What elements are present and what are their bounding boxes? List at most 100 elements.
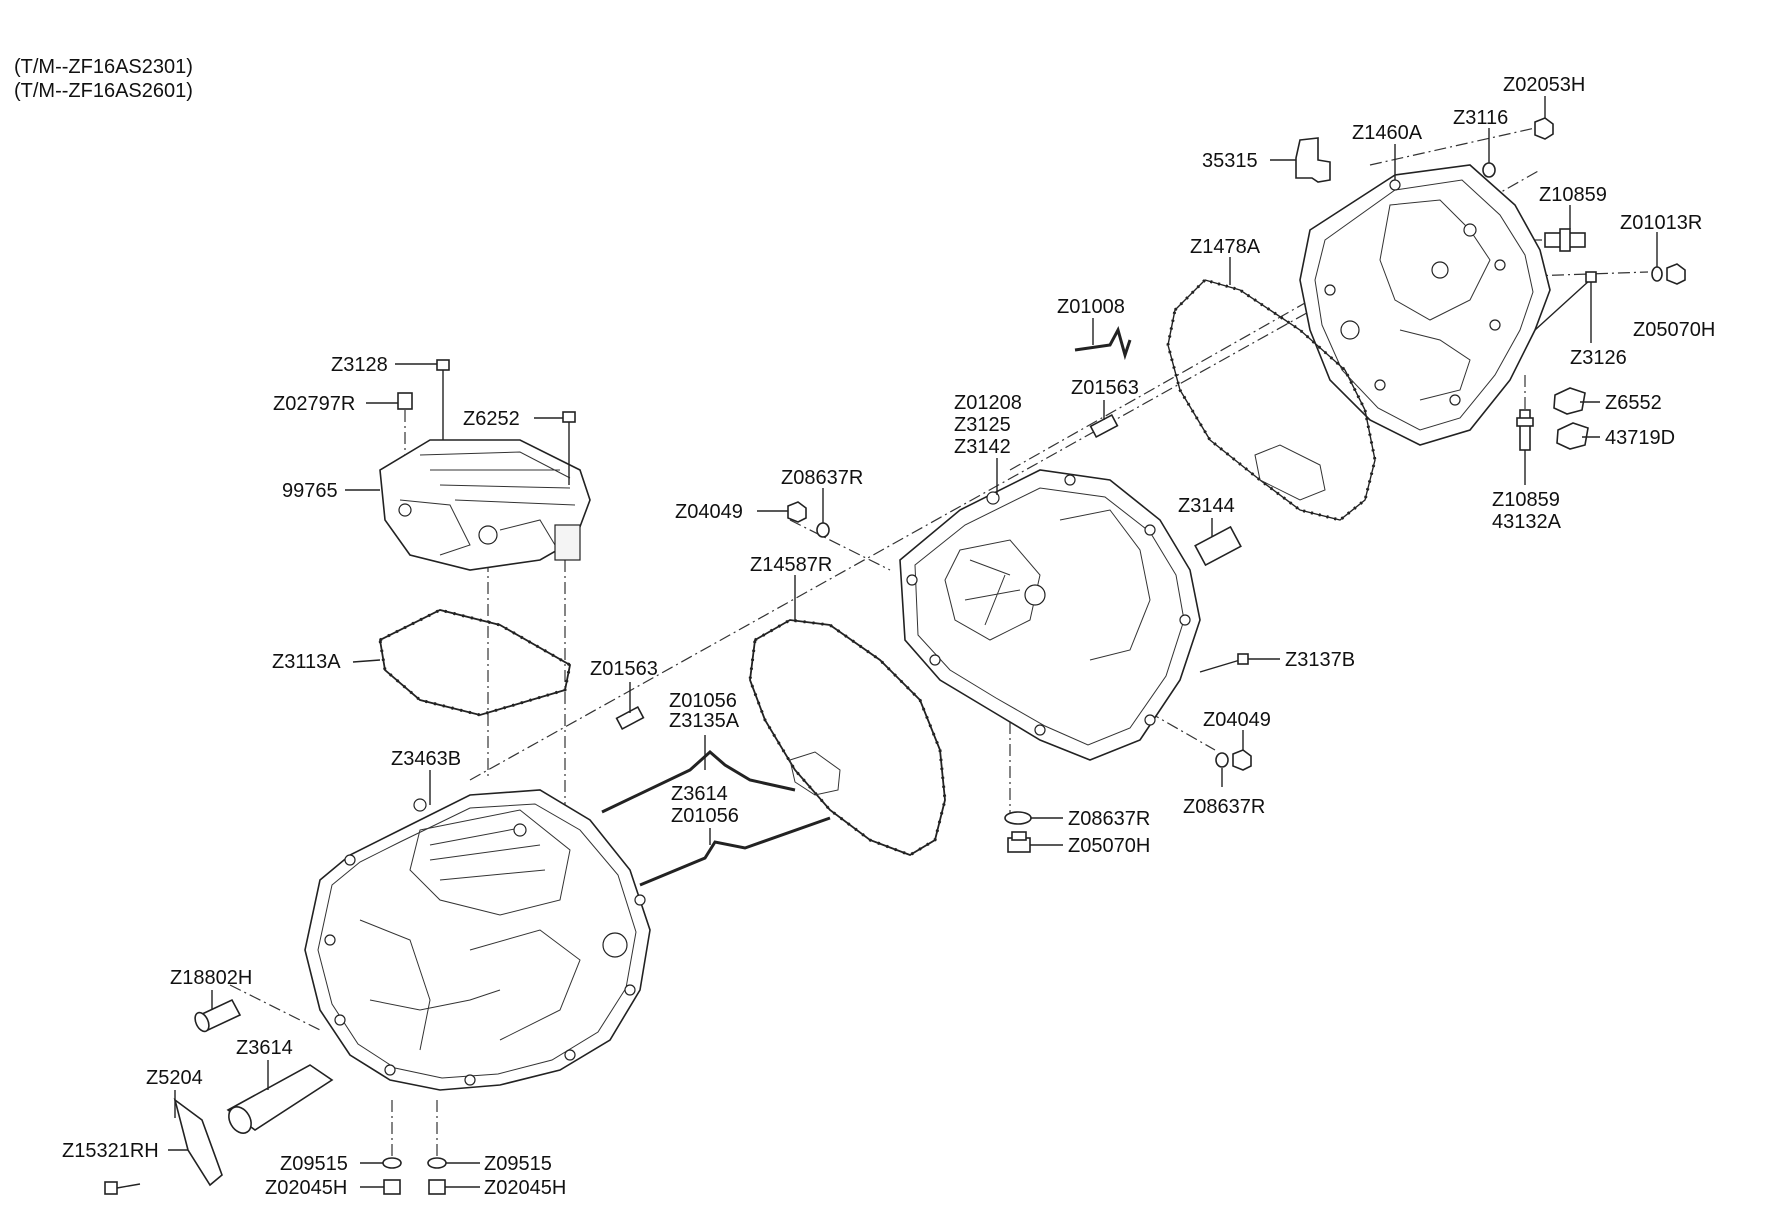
label-z3614-lower: Z3614 xyxy=(236,1037,293,1059)
assembly-axis-plug-top xyxy=(1369,127,1536,166)
label-z3125: Z3125 xyxy=(954,414,1011,436)
sleeve-z3144 xyxy=(1194,525,1242,567)
washer-z09515-right xyxy=(427,1157,447,1169)
gasket-z14587r-tab xyxy=(789,751,841,796)
valve-body-99765 xyxy=(379,439,591,571)
nut-z04049-right xyxy=(1232,749,1252,771)
washer-z3116 xyxy=(1482,162,1496,178)
label-z01013r: Z01013R xyxy=(1620,212,1702,234)
label-z3126: Z3126 xyxy=(1570,347,1627,369)
plug-z02053h xyxy=(1534,117,1554,140)
gasket-z3113a-holes xyxy=(378,608,572,717)
label-z04049-right: Z04049 xyxy=(1203,709,1271,731)
sensor-43719d xyxy=(1556,422,1589,450)
washer-z08637r-top xyxy=(816,522,830,538)
gasket-z14587r-holes xyxy=(748,618,947,857)
label-z6552: Z6552 xyxy=(1605,392,1662,414)
label-z5204: Z5204 xyxy=(146,1067,203,1089)
sensor-z6552 xyxy=(1553,387,1586,415)
label-43719d: 43719D xyxy=(1605,427,1675,449)
label-z3614-upper: Z3614 xyxy=(671,783,728,805)
washer-z08637r-mid xyxy=(1004,811,1032,825)
pin-z01563-upper xyxy=(1089,413,1119,439)
gasket-z3113a xyxy=(379,609,572,716)
label-z3144: Z3144 xyxy=(1178,495,1235,517)
bracket-35315 xyxy=(1295,137,1331,183)
bolt-z3137b xyxy=(1199,653,1249,673)
label-z3116: Z3116 xyxy=(1453,107,1508,129)
washer-z08637r-right xyxy=(1215,752,1229,768)
washer-z01013r xyxy=(1651,266,1663,282)
label-z01563-upper: Z01563 xyxy=(1071,377,1139,399)
intermediate-housing xyxy=(899,469,1201,761)
label-z01008: Z01008 xyxy=(1057,296,1125,318)
label-z05070h-right: Z05070H xyxy=(1633,319,1715,341)
tube-z01008 xyxy=(1074,325,1132,361)
label-z10859-bottom: Z10859 xyxy=(1492,489,1560,511)
label-z02045h-left: Z02045H xyxy=(265,1177,347,1199)
plug-z02797r xyxy=(397,392,413,455)
gasket-z1478a-tab xyxy=(1254,444,1326,501)
label-z15321rh: Z15321RH xyxy=(62,1140,159,1162)
tube-z3135a xyxy=(601,749,796,814)
label-z08637r-top: Z08637R xyxy=(781,467,863,489)
label-z6252: Z6252 xyxy=(463,408,520,430)
label-z3135a: Z3135A xyxy=(669,710,740,732)
assembly-axis-main xyxy=(469,299,1331,781)
nut-z04049-left xyxy=(787,501,807,523)
breather-z18802h xyxy=(194,998,242,1033)
label-z3463b: Z3463B xyxy=(391,748,461,770)
plug-z02045h-left xyxy=(383,1179,401,1195)
sleeve-z3614-lower-end xyxy=(228,1106,252,1134)
label-z10859-top: Z10859 xyxy=(1539,184,1607,206)
assembly-axis-oring-left xyxy=(789,519,891,571)
bolt-z15321rh xyxy=(104,1181,141,1195)
label-z14587r: Z14587R xyxy=(750,554,832,576)
label-z3137b: Z3137B xyxy=(1285,649,1355,671)
label-z02053h: Z02053H xyxy=(1503,74,1585,96)
label-z3128: Z3128 xyxy=(331,354,388,376)
label-z04049-left: Z04049 xyxy=(675,501,743,523)
model-code-1: (T/M--ZF16AS2301) xyxy=(14,56,193,78)
label-z18802h: Z18802H xyxy=(170,967,252,989)
label-35315: 35315 xyxy=(1202,150,1258,172)
gasket-z1478a-outline xyxy=(1167,279,1376,521)
leader-lines xyxy=(168,96,1658,1188)
label-z02045h-right: Z02045H xyxy=(484,1177,566,1199)
plug-z02045h-right xyxy=(428,1179,446,1195)
end-housing xyxy=(1299,164,1551,446)
model-code-2: (T/M--ZF16AS2601) xyxy=(14,80,193,102)
sensor-z10859-top xyxy=(1544,228,1586,252)
front-housing-z3463b xyxy=(304,789,651,1091)
assembly-axis-oring-right xyxy=(1109,689,1216,751)
label-z01563-lower: Z01563 xyxy=(590,658,658,680)
sensor-z10859-bottom xyxy=(1516,409,1534,451)
label-z08637r-right: Z08637R xyxy=(1183,796,1265,818)
gasket-z14587r xyxy=(749,619,946,856)
label-z1478a: Z1478A xyxy=(1190,236,1261,258)
washer-z09515-left xyxy=(382,1157,402,1169)
tube-z01056-lower xyxy=(639,816,831,887)
plug-z05070h-right xyxy=(1666,263,1686,285)
assembly-axis-plug-right xyxy=(1529,271,1649,277)
label-z01056-upper: Z01056 xyxy=(669,690,737,712)
label-z08637r-mid: Z08637R xyxy=(1068,808,1150,830)
label-z02797r: Z02797R xyxy=(273,393,355,415)
pin-z01563-lower xyxy=(615,705,645,731)
label-z3113a: Z3113A xyxy=(272,651,341,673)
label-z1460a: Z1460A xyxy=(1352,122,1423,144)
plug-z05070h-mid xyxy=(1007,831,1031,853)
label-z01056-lower: Z01056 xyxy=(671,805,739,827)
label-43132a: 43132A xyxy=(1492,511,1562,533)
shield-z5204 xyxy=(173,1098,223,1187)
label-z09515-left: Z09515 xyxy=(280,1153,348,1175)
bolt-z6252 xyxy=(562,411,576,485)
assembly-axis-breather xyxy=(229,984,321,1031)
label-z3142: Z3142 xyxy=(954,436,1011,458)
bolt-z3128 xyxy=(436,359,450,440)
label-z05070h-mid: Z05070H xyxy=(1068,835,1150,857)
label-z09515-right: Z09515 xyxy=(484,1153,552,1175)
label-99765: 99765 xyxy=(282,480,338,502)
label-z01208: Z01208 xyxy=(954,392,1022,414)
